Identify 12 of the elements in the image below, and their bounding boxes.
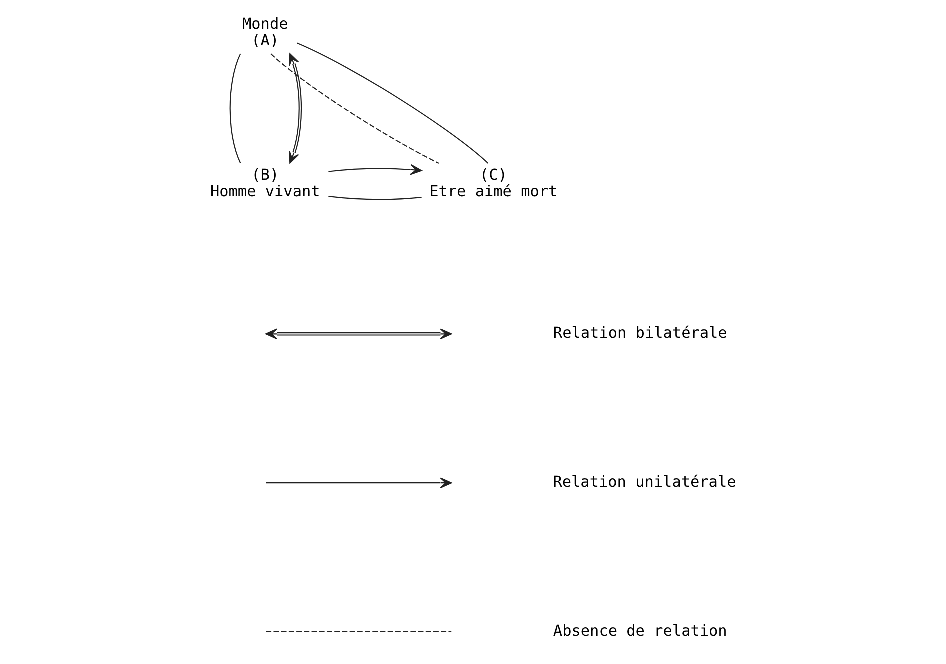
legend-label: Absence de relation — [553, 622, 728, 640]
connector — [328, 196, 422, 200]
connector — [297, 42, 489, 164]
legend-label: Relation unilatérale — [553, 473, 736, 492]
connector — [230, 54, 242, 164]
arrow — [328, 164, 422, 176]
node-text: Monde (A) — [242, 14, 288, 50]
arrow — [289, 53, 302, 164]
connector — [270, 54, 440, 164]
legend-label: Relation bilatérale — [553, 324, 728, 342]
node-text: (C) Etre aimé mort — [430, 166, 558, 200]
node-text: (B) Homme vivant — [210, 166, 320, 200]
